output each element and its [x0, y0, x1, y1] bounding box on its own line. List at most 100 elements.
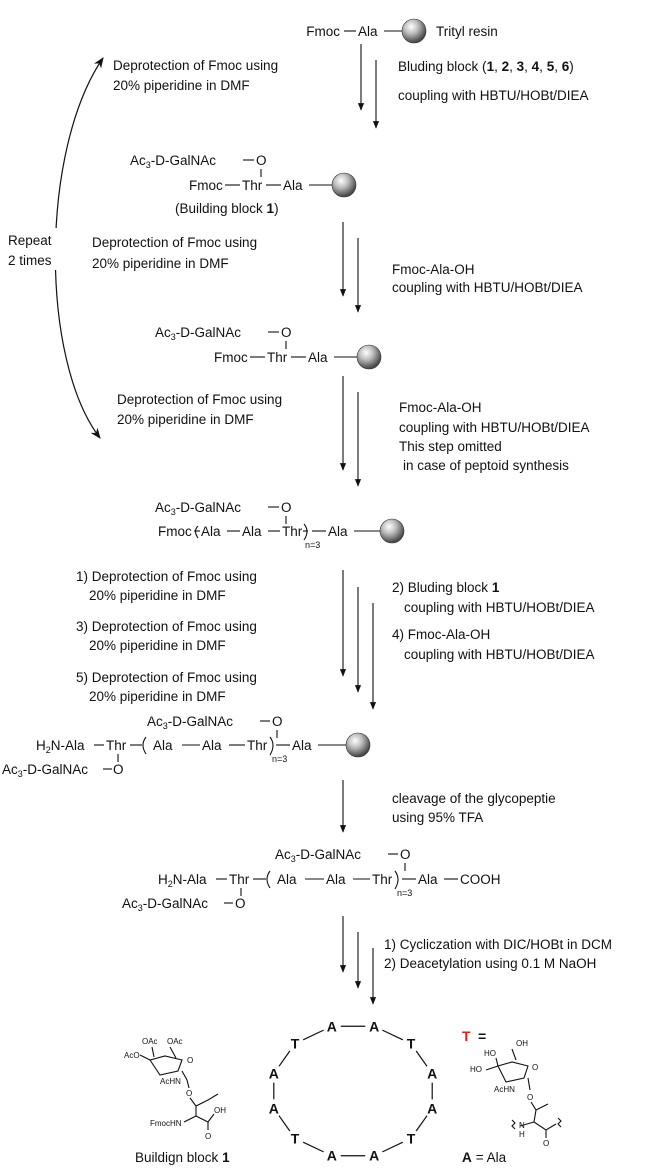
t-ho2: HO [470, 1065, 482, 1074]
t-h: H [519, 1130, 525, 1139]
int1-sugar: Ac3-D-GalNAc [130, 153, 216, 170]
prod-cooh: COOH [460, 872, 501, 887]
ring-bond [382, 1141, 404, 1153]
int3-n: n=3 [305, 540, 320, 550]
bb-o-ring: O [187, 1056, 193, 1065]
t-ho1: HO [484, 1049, 496, 1058]
step1-left-b: 20% piperidine in DMF [113, 78, 250, 93]
step3-left-a: Deprotection of Fmoc using [117, 392, 282, 407]
bracket-right [303, 523, 308, 541]
step1-right-a: Bluding block (1, 2, 3, 4, 5, 6) [398, 59, 574, 74]
step4-l3b: 20% piperidine in DMF [89, 638, 226, 653]
resin-bead-icon [356, 344, 382, 370]
bb-oac2: OAc [167, 1037, 183, 1046]
int4-sugar-top: Ac3-D-GalNAc [147, 714, 233, 731]
resin-label: Trityl resin [436, 24, 498, 39]
step2-right-a: Fmoc-Ala-OH [392, 262, 475, 277]
bb-o-carb: O [205, 1132, 211, 1141]
step4-r2a: 2) Bluding block 1 [392, 580, 500, 595]
int4-ala1: Ala [153, 738, 173, 753]
step2-right-b: coupling with HBTU/HOBt/DIEA [392, 280, 583, 295]
ring-residue-ala: A [269, 1100, 279, 1116]
step4-l1b: 20% piperidine in DMF [89, 588, 226, 603]
t-wavy-right [557, 1117, 562, 1128]
ring-residue-ala: A [327, 1018, 337, 1034]
ring-bond [302, 1029, 324, 1041]
ring-residue-thr: T [407, 1130, 416, 1146]
a-definition: A= Ala [462, 1150, 507, 1165]
int2-ala: Ala [308, 350, 328, 365]
int4-thr2: Thr [247, 738, 268, 753]
t-o-ring: O [532, 1063, 538, 1072]
resin-bead-icon [379, 518, 405, 544]
ring-residue-thr: T [291, 1130, 300, 1146]
prod-h2n: H2N-Ala [158, 872, 207, 889]
int1-ala: Ala [283, 178, 303, 193]
step4-r4b: coupling with HBTU/HOBt/DIEA [404, 647, 595, 662]
resin-bead-icon [345, 732, 371, 758]
int3-sugar: Ac3-D-GalNAc [155, 500, 241, 517]
int4-o-bot: O [113, 762, 124, 777]
t-chain [519, 1101, 557, 1138]
bb-oac1: OAc [142, 1037, 158, 1046]
ring-residue-thr: T [291, 1036, 300, 1052]
int4-ala2: Ala [202, 738, 222, 753]
ring-residue-ala: A [427, 1100, 437, 1116]
step3-left-b: 20% piperidine in DMF [117, 412, 254, 427]
int4-ala3: Ala [292, 738, 312, 753]
t-ring [485, 1048, 529, 1083]
linear-product: Ac3-D-GalNAc O H2N-Ala Thr Ala Ala Thr n… [122, 847, 501, 913]
step4-l5b: 20% piperidine in DMF [89, 689, 226, 704]
ring-residue-ala: A [427, 1066, 437, 1082]
step4-l1a: 1) Deprotection of Fmoc using [76, 569, 257, 584]
int3-thr: Thr [282, 524, 303, 539]
bracket-left [194, 525, 199, 539]
ring-bond [278, 1115, 291, 1132]
ring-residue-thr: T [407, 1036, 416, 1052]
bracket-right [394, 870, 399, 890]
step6-line-a: 1) Cycliczation with DIC/HOBt in DCM [384, 937, 612, 952]
step3-right-d: in case of peptoid synthesis [403, 458, 569, 473]
step5-line-b: using 95% TFA [392, 810, 483, 825]
prod-thr2: Thr [372, 872, 393, 887]
int2-sugar: Ac3-D-GalNAc [155, 325, 241, 342]
bracket-left [142, 736, 147, 755]
int2-o: O [281, 325, 292, 340]
bb-oh: OH [214, 1106, 226, 1115]
start-ala: Ala [358, 24, 378, 39]
bb-bond [181, 1070, 190, 1089]
bb-o-link: O [186, 1089, 192, 1098]
prod-o-top: O [400, 847, 411, 862]
intermediate-1: Ac3-D-GalNAc O Fmoc Thr Ala (Building bl… [130, 153, 357, 216]
step3-right-a: Fmoc-Ala-OH [399, 400, 482, 415]
int3-o: O [281, 500, 292, 515]
prod-ala2: Ala [326, 872, 346, 887]
step3-right-b: coupling with HBTU/HOBt/DIEA [399, 420, 590, 435]
ring-bond [382, 1029, 404, 1041]
step5-line-a: cleavage of the glycopeptie [392, 791, 556, 806]
int1-note: (Building block 1) [175, 201, 279, 216]
prod-thr1: Thr [229, 872, 250, 887]
int2-thr: Thr [267, 350, 288, 365]
step6-line-b: 2) Deacetylation using 0.1 M NaOH [384, 956, 596, 971]
t-wavy-left [511, 1119, 516, 1130]
bb-caption: Buildign block 1 [135, 1150, 230, 1165]
step4-l3a: 3) Deprotection of Fmoc using [76, 619, 257, 634]
prod-ala1: Ala [277, 872, 297, 887]
t-def-eq: = [478, 1028, 486, 1044]
step1-right-b: coupling with HBTU/HOBt/DIEA [398, 88, 589, 103]
bb-achn: AcHN [160, 1077, 181, 1086]
prod-sugar-bot: Ac3-D-GalNAc [122, 896, 208, 913]
step1-left-a: Deprotection of Fmoc using [113, 58, 278, 73]
intermediate-3: Ac3-D-GalNAc O Fmoc Ala Ala Thr n=3 Ala [155, 500, 405, 550]
t-o-carb: O [543, 1139, 549, 1148]
intermediate-4: Ac3-D-GalNAc O H2N-Ala Thr Ala Ala Thr n… [2, 714, 371, 779]
bb-chain [183, 1093, 219, 1130]
ring-residue-ala: A [369, 1148, 379, 1164]
building-block-1-structure: OAc OAc AcO O AcHN O FmocHN OH O [124, 1037, 226, 1141]
t-definition: T = HO OH HO O AcHN O N H O [462, 1028, 562, 1148]
int1-o: O [256, 153, 267, 168]
t-achn: AcHN [494, 1085, 515, 1094]
